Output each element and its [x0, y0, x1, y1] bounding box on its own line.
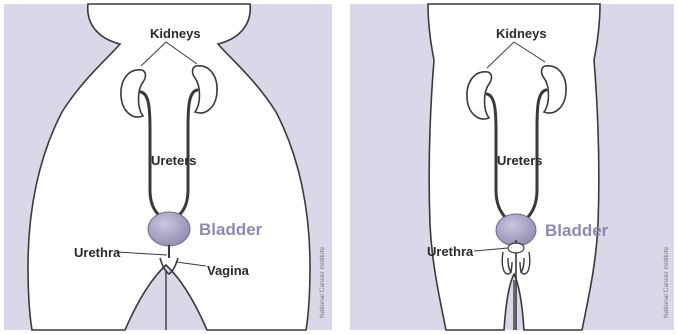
ureters-label: Ureters — [151, 153, 197, 168]
kidneys-label: Kidneys — [150, 26, 201, 41]
female-panel: Kidneys Ureters Bladder Urethra Vagina N… — [4, 4, 332, 330]
urethra-label: Urethra — [74, 245, 121, 260]
vagina-label: Vagina — [207, 263, 250, 278]
prostate — [508, 243, 524, 253]
bladder — [148, 212, 190, 246]
bladder-label: Bladder — [199, 220, 263, 239]
ureters-label: Ureters — [497, 153, 543, 168]
credit-text: National Cancer Institute — [663, 246, 670, 318]
urethra-label: Urethra — [427, 244, 474, 259]
male-panel: Kidneys Ureters Bladder Urethra National… — [350, 4, 674, 330]
credit-text: National Cancer Institute — [319, 246, 326, 318]
kidneys-label: Kidneys — [496, 26, 547, 41]
bladder-label: Bladder — [545, 221, 609, 240]
